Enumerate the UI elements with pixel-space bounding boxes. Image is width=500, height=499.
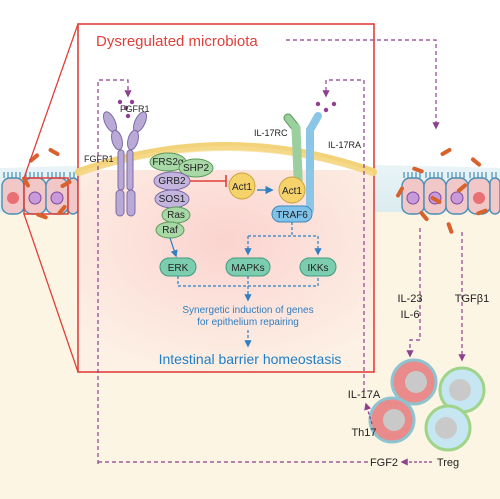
epithelial-cells-left <box>1 172 79 215</box>
headline: Intestinal barrier homeostasis <box>159 351 342 367</box>
act1-free-node <box>228 172 256 200</box>
title: Dysregulated microbiota <box>96 33 258 50</box>
bacteria <box>22 148 488 234</box>
sos1-label: SOS1 <box>159 194 186 205</box>
traf6-branch <box>247 222 319 252</box>
tgfb1-label: TGFβ1 <box>455 293 489 305</box>
grb2-label: GRB2 <box>158 176 186 187</box>
outcome-line2: for epithelium repairing <box>197 317 299 328</box>
il17a-ligands <box>315 101 337 113</box>
zoom-source-box <box>23 177 69 215</box>
ikks-label: IKKs <box>307 263 328 274</box>
fgf2-path <box>97 79 132 464</box>
traf6-label: TRAF6 <box>276 210 308 221</box>
raf-erk-arrow <box>169 237 178 258</box>
il23-label: IL-23 <box>397 293 422 305</box>
act1-bound-node <box>278 176 306 204</box>
fgfr1-receptor <box>103 111 147 217</box>
il17rc-label: IL-17RC <box>254 128 288 138</box>
ikks-node <box>299 257 337 277</box>
th17-cells <box>368 358 438 444</box>
il23-path <box>406 228 421 358</box>
zoom-connectors <box>23 23 79 373</box>
ras-label: Ras <box>167 210 185 221</box>
fgf2-ligands <box>117 99 135 119</box>
th17-il17a-arrow <box>364 402 373 425</box>
microbiota-arrow <box>286 39 440 130</box>
act1-free-label: Act1 <box>232 182 252 193</box>
fgf2-label: FGF2 <box>370 457 398 469</box>
th17-label: Th17 <box>351 427 376 439</box>
mapks-label: MAPKs <box>231 263 264 274</box>
il17ra-label: IL-17RA <box>328 140 361 150</box>
raf-label: Raf <box>162 225 178 236</box>
outcome-line1: Synergetic induction of genes <box>182 305 313 316</box>
fgfr1-top-label: FGFR1 <box>120 104 150 114</box>
epithelial-cells-right <box>401 172 500 215</box>
shp2-node <box>178 158 214 178</box>
treg-cells <box>424 366 486 452</box>
erk-label: ERK <box>168 263 189 274</box>
il6-label: IL-6 <box>401 309 420 321</box>
kinase-convergence <box>177 276 319 298</box>
treg-label: Treg <box>437 457 459 469</box>
act1-bound-label: Act1 <box>282 186 302 197</box>
il17a-path <box>322 79 365 392</box>
frs2a-label: FRS2α <box>152 157 184 168</box>
fgfr1-left-label: FGFR1 <box>84 154 114 164</box>
shp2-label: SHP2 <box>183 163 210 174</box>
il17a-label: IL-17A <box>348 389 381 401</box>
